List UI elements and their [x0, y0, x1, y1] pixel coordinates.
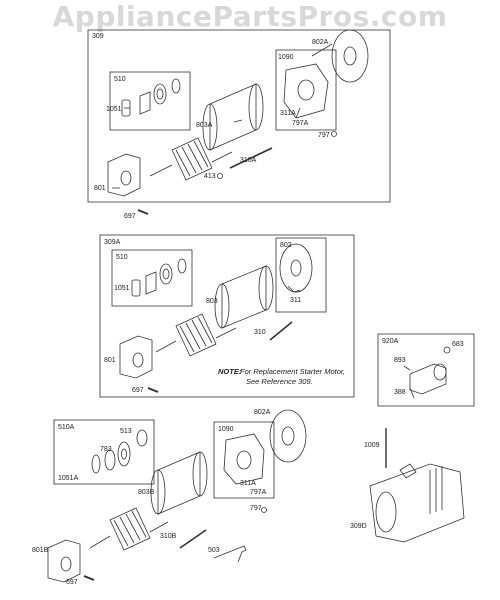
assembly-309A [99, 234, 355, 398]
label-503: 503 [208, 547, 220, 554]
label-803: 803 [206, 298, 218, 305]
label-1051A: 1051A [58, 475, 79, 482]
label-310B: 310B [160, 533, 177, 540]
label-1009: 1009 [364, 442, 380, 449]
end-housing-801 [107, 153, 141, 197]
label-697-3: 697 [66, 579, 78, 586]
label-697: 697 [124, 213, 136, 220]
assembly-3 [47, 409, 465, 583]
label-388: 388 [394, 389, 406, 396]
label-803A: 803A [196, 122, 213, 129]
armature-1 [149, 137, 233, 181]
kit-510A-box [53, 419, 155, 485]
assembly-309 [87, 29, 391, 215]
label-510A: 510A [58, 424, 75, 431]
label-311A: 311A [280, 110, 296, 117]
starter-motor-309D [369, 463, 465, 543]
through-bolt-310 [269, 321, 293, 341]
label-697-2: 697 [132, 387, 144, 394]
note-line-1: For Replacement Starter Motor, [240, 367, 345, 376]
armature-3 [89, 507, 169, 551]
kit-1090-box-2 [213, 421, 275, 499]
label-1090: 1090 [278, 54, 294, 61]
end-housing-801B [47, 539, 81, 583]
drive-pinion-510A [91, 429, 148, 474]
label-513: 513 [120, 428, 132, 435]
through-bolt-310B [179, 529, 207, 549]
drive-pinion-510 [121, 78, 181, 117]
label-797A: 797A [292, 120, 309, 127]
label-309: 309 [92, 33, 104, 40]
end-cap-802A-2 [269, 409, 307, 463]
motor-frame-803B [150, 451, 208, 515]
screw-697-3 [83, 575, 95, 581]
washer-797 [331, 131, 337, 137]
label-797: 797 [318, 132, 330, 139]
kit-510-box-2 [111, 249, 193, 307]
motor-frame-803A [202, 83, 264, 151]
drive-pinion-510-2 [131, 258, 187, 297]
screw-697-2 [147, 387, 159, 393]
assembly-309-frame [87, 29, 391, 203]
kit-1090-box [275, 49, 337, 131]
end-cap-802 [279, 243, 313, 293]
label-1051: 1051 [106, 106, 122, 113]
brush-plate-1090-2 [223, 433, 265, 485]
label-311: 311 [290, 297, 301, 304]
label-783: 783 [100, 446, 112, 453]
armature-2 [155, 313, 237, 357]
solenoid-920A [377, 333, 475, 407]
label-801: 801 [94, 185, 106, 192]
brush-plate-1090 [283, 63, 329, 119]
brush-tool-503 [213, 545, 247, 563]
label-802A-2: 802A [254, 409, 271, 416]
end-housing-801-2 [119, 335, 153, 379]
label-1051-2: 1051 [114, 285, 130, 292]
motor-frame-803 [214, 265, 274, 329]
end-cap-802A [331, 29, 369, 83]
label-413: 413 [204, 173, 216, 180]
note-line-2: See Reference 309. [246, 377, 313, 386]
label-510-2: 510 [116, 254, 128, 261]
kit-802-box [275, 237, 327, 313]
label-801-2: 801 [104, 357, 116, 364]
label-309A: 309A [104, 239, 121, 246]
label-803B: 803B [138, 489, 155, 496]
washer-797-2 [261, 507, 267, 513]
label-683: 683 [452, 341, 464, 348]
assembly-309A-frame [99, 234, 355, 398]
label-802: 802 [280, 242, 292, 249]
label-510: 510 [114, 76, 126, 83]
solenoid-920A-frame [377, 333, 475, 407]
watermark: AppliancePartsPros.com [52, 0, 448, 33]
label-309D: 309D [350, 523, 367, 530]
label-311A-2: 311A [240, 480, 256, 487]
label-801B: 801B [32, 547, 49, 554]
nut-413 [217, 173, 223, 179]
label-893: 893 [394, 357, 406, 364]
label-802A: 802A [312, 39, 329, 46]
note-bold: NOTE: [218, 367, 242, 376]
label-797A-2: 797A [250, 489, 267, 496]
kit-510-box [109, 71, 191, 131]
screw-697 [137, 209, 149, 215]
label-920A: 920A [382, 338, 399, 345]
label-310: 310 [254, 329, 266, 336]
label-1090-2: 1090 [218, 426, 234, 433]
label-310A: 310A [240, 157, 257, 164]
through-bolt-310A [229, 147, 273, 169]
label-797-2: 797 [250, 505, 262, 512]
